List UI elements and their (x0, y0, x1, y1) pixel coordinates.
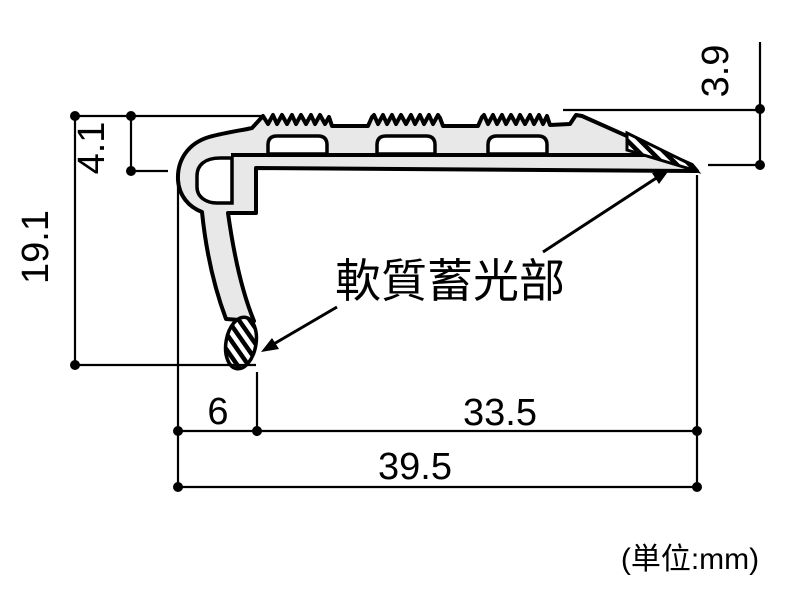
luminous-blob-tail (223, 315, 259, 371)
hollow-chamber-1 (266, 134, 329, 156)
luminous-part-label: 軟質蓄光部 (335, 255, 565, 307)
profile-outline (175, 113, 699, 323)
dim-value-33-5: 33.5 (463, 392, 537, 434)
dim-value-3-9: 3.9 (695, 45, 737, 98)
leader-arrowhead-nose (652, 169, 670, 184)
leader-arrowhead-tail (261, 338, 279, 352)
dim-value-4-1: 4.1 (71, 122, 113, 175)
hollow-chamber-2 (375, 134, 437, 156)
hollow-chamber-3 (486, 134, 549, 156)
leader-line-tail (271, 305, 338, 347)
dim-value-19-1: 19.1 (15, 210, 57, 284)
dimension-dots (70, 104, 765, 492)
dim-value-6: 6 (207, 391, 228, 433)
hook-mouth-opening (195, 156, 234, 205)
profile-body (175, 113, 702, 371)
luminous-strip-nose (625, 130, 702, 174)
luminous-callout: 軟質蓄光部 (261, 169, 670, 352)
dim-value-39-5: 39.5 (378, 446, 452, 488)
unit-note: (単位:mm) (621, 543, 759, 576)
leader-line-nose (542, 173, 662, 254)
